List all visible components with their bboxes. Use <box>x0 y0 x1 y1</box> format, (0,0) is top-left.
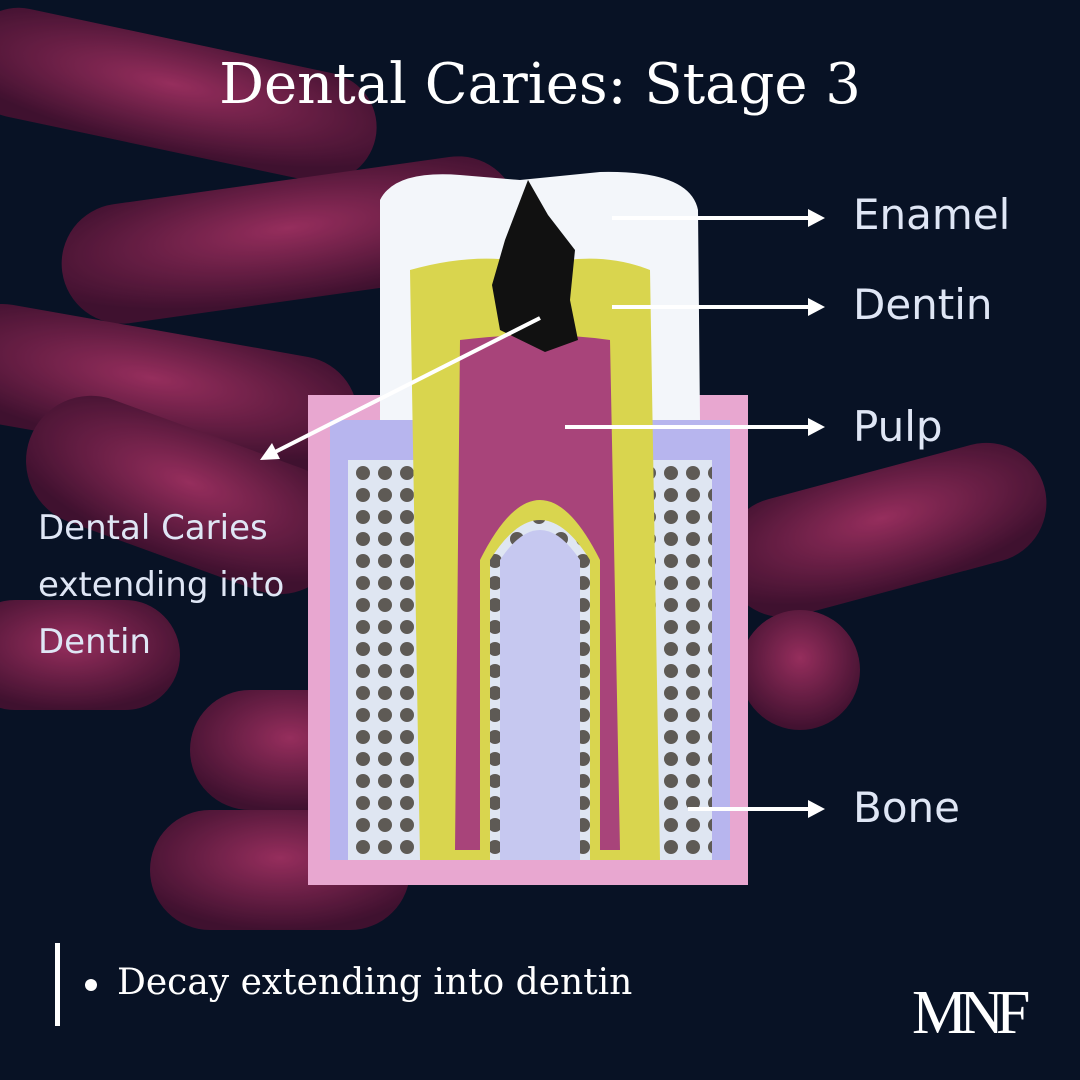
decay <box>492 180 578 352</box>
caption-line: Dentin <box>38 622 151 662</box>
pulp <box>455 335 620 850</box>
label-enamel: Enamel <box>853 190 1011 239</box>
bullet-item: Decay extending into dentin <box>85 962 632 1003</box>
label-dentin: Dentin <box>853 280 993 329</box>
caption-line: extending into <box>38 565 285 605</box>
tooth-diagram <box>308 171 748 885</box>
caption-line: Dental Caries <box>38 508 268 548</box>
brand-logo: MNF <box>912 979 1030 1047</box>
divider-bar <box>55 943 60 1026</box>
bullet-text: Decay extending into dentin <box>117 962 633 1003</box>
arrows <box>260 209 825 818</box>
caries-caption: Dental Caries extending into Dentin <box>38 500 338 671</box>
label-pulp: Pulp <box>853 402 943 451</box>
label-bone: Bone <box>853 783 960 832</box>
bullet-dot-icon <box>85 979 97 991</box>
bacteria-background <box>0 7 1047 930</box>
page-title: Dental Caries: Stage 3 <box>219 52 861 117</box>
